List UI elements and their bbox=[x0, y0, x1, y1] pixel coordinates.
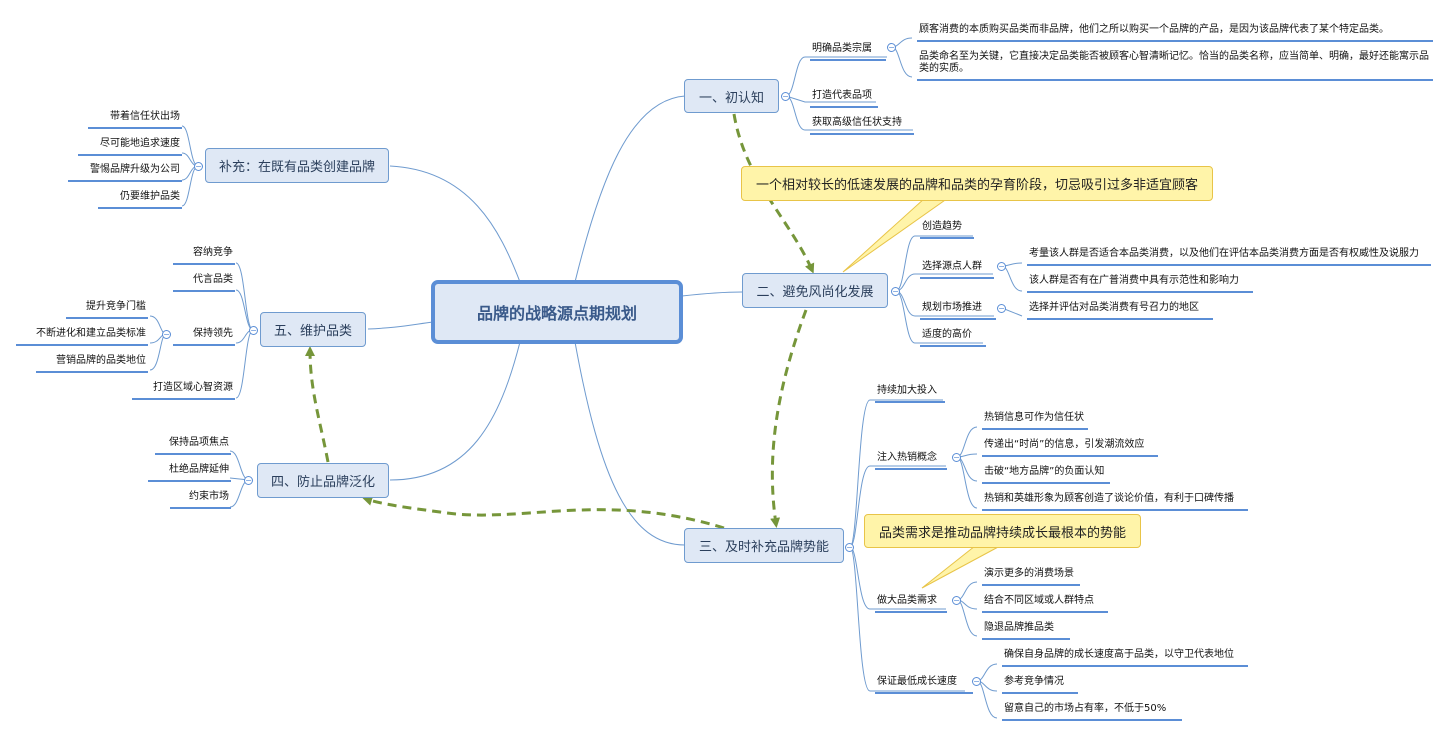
collapse-toggle-icon[interactable]: − bbox=[887, 43, 896, 52]
leaf-category-essence[interactable]: 顾客消费的本质购买品类而非品牌，他们之所以购买一个品牌的产品，是因为该品牌代表了… bbox=[917, 24, 1433, 42]
collapse-toggle-icon[interactable]: − bbox=[891, 287, 900, 296]
leaf-stay-ahead[interactable]: 保持领先 bbox=[173, 328, 235, 346]
callout-incubation-note[interactable]: 一个相对较长的低速发展的品牌和品类的孕育阶段，切忌吸引过多非适宜顾客 bbox=[741, 166, 1213, 201]
leaf-market-plan[interactable]: 规划市场推进 bbox=[920, 302, 996, 320]
leaf-with-trust[interactable]: 带着信任状出场 bbox=[88, 111, 182, 129]
leaf-market-position[interactable]: 营销品牌的品类地位 bbox=[36, 355, 148, 373]
leaf-min-growth[interactable]: 保证最低成长速度 bbox=[875, 676, 973, 694]
leaf-break-local[interactable]: 击破“地方品牌”的负面认知 bbox=[982, 466, 1110, 484]
branch-avoid-fashion[interactable]: 二、避免风尚化发展 bbox=[742, 273, 888, 308]
leaf-define-category[interactable]: 明确品类宗属 bbox=[810, 43, 886, 61]
leaf-keep-investing[interactable]: 持续加大投入 bbox=[875, 385, 945, 403]
leaf-trust-support[interactable]: 获取高级信任状支持 bbox=[810, 117, 914, 135]
branch-brand-momentum[interactable]: 三、及时补充品牌势能 bbox=[684, 528, 844, 563]
leaf-hot-sale-concept[interactable]: 注入热销概念 bbox=[875, 452, 947, 470]
callout-demand-note[interactable]: 品类需求是推动品牌持续成长最根本的势能 bbox=[864, 514, 1141, 548]
collapse-toggle-icon[interactable]: − bbox=[845, 543, 854, 552]
leaf-set-standards[interactable]: 不断进化和建立品类标准 bbox=[16, 328, 148, 346]
branch-supplement[interactable]: 补充：在既有品类创建品牌 bbox=[205, 148, 389, 183]
leaf-regional-features[interactable]: 结合不同区域或人群特点 bbox=[982, 595, 1108, 613]
leaf-seek-speed[interactable]: 尽可能地追求速度 bbox=[78, 138, 182, 156]
leaf-endorse-category[interactable]: 代言品类 bbox=[173, 274, 235, 292]
leaf-market-constraint[interactable]: 约束市场 bbox=[170, 491, 231, 509]
leaf-category-naming[interactable]: 品类命名至为关键，它直接决定品类能否被顾客心智清晰记忆。恰当的品类名称，应当简单… bbox=[917, 51, 1433, 81]
branch-initial-cognition[interactable]: 一、初认知 bbox=[684, 79, 779, 113]
collapse-toggle-icon[interactable]: − bbox=[244, 476, 253, 485]
collapse-toggle-icon[interactable]: − bbox=[997, 262, 1006, 271]
leaf-keep-category[interactable]: 仍要维护品类 bbox=[98, 191, 182, 209]
collapse-toggle-icon[interactable]: − bbox=[781, 92, 790, 101]
leaf-more-scenes[interactable]: 演示更多的消费场景 bbox=[982, 568, 1080, 586]
leaf-region-select[interactable]: 选择并评估对品类消费有号召力的地区 bbox=[1027, 302, 1213, 320]
leaf-competition[interactable]: 参考竞争情况 bbox=[1002, 676, 1078, 694]
leaf-category-first[interactable]: 隐退品牌推品类 bbox=[982, 622, 1070, 640]
leaf-crowd-influence[interactable]: 该人群是否有在广普消费中具有示范性和影响力 bbox=[1027, 275, 1253, 293]
collapse-toggle-icon[interactable]: − bbox=[952, 453, 961, 462]
collapse-toggle-icon[interactable]: − bbox=[162, 330, 171, 339]
leaf-crowd-fit[interactable]: 考量该人群是否适合本品类消费，以及他们在评估本品类消费方面是否有权威性及说服力 bbox=[1027, 248, 1431, 266]
leaf-no-extension[interactable]: 杜绝品牌延伸 bbox=[148, 464, 231, 482]
branch-maintain-category[interactable]: 五、维护品类 bbox=[260, 312, 366, 347]
branch-prevent-generalization[interactable]: 四、防止品牌泛化 bbox=[257, 463, 389, 498]
root-topic[interactable]: 品牌的战略源点期规划 bbox=[431, 280, 683, 344]
leaf-representative-item[interactable]: 打造代表品项 bbox=[810, 90, 878, 108]
leaf-create-trend[interactable]: 创造趋势 bbox=[920, 221, 974, 239]
leaf-hot-trust[interactable]: 热销信息可作为信任状 bbox=[982, 412, 1088, 430]
leaf-market-share[interactable]: 留意自己的市场占有率，不低于50% bbox=[1002, 703, 1182, 721]
leaf-grow-demand[interactable]: 做大品类需求 bbox=[875, 595, 947, 613]
leaf-beware-upgrade[interactable]: 警惕品牌升级为公司 bbox=[68, 164, 182, 182]
leaf-raise-barrier[interactable]: 提升竞争门槛 bbox=[66, 301, 148, 319]
leaf-accept-competition[interactable]: 容纳竞争 bbox=[173, 247, 235, 265]
leaf-fashion-signal[interactable]: 传递出“时尚”的信息，引发潮流效应 bbox=[982, 439, 1158, 457]
leaf-growth-above[interactable]: 确保自身品牌的成长速度高于品类，以守卫代表地位 bbox=[1002, 649, 1248, 667]
collapse-toggle-icon[interactable]: − bbox=[972, 677, 981, 686]
collapse-toggle-icon[interactable]: − bbox=[952, 596, 961, 605]
leaf-source-crowd[interactable]: 选择源点人群 bbox=[920, 261, 994, 279]
collapse-toggle-icon[interactable]: − bbox=[249, 326, 258, 335]
collapse-toggle-icon[interactable]: − bbox=[997, 304, 1006, 313]
leaf-regional-mind[interactable]: 打造区域心智资源 bbox=[132, 382, 235, 400]
collapse-toggle-icon[interactable]: − bbox=[194, 162, 203, 171]
leaf-moderate-price[interactable]: 适度的高价 bbox=[920, 329, 986, 347]
leaf-item-focus[interactable]: 保持品项焦点 bbox=[155, 437, 231, 455]
leaf-word-of-mouth[interactable]: 热销和英雄形象为顾客创造了谈论价值，有利于口碑传播 bbox=[982, 493, 1248, 511]
